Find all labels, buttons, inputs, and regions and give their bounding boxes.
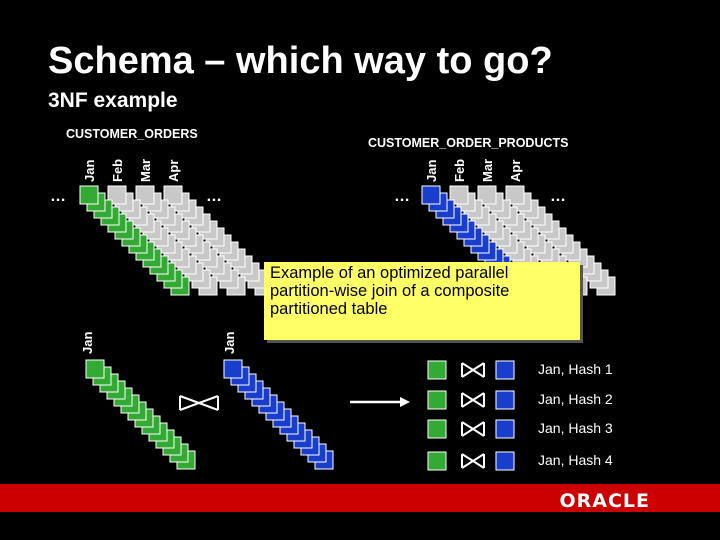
hash-blue-block — [495, 360, 515, 380]
partition-block — [79, 185, 99, 205]
right-ellipsis-end: … — [550, 188, 566, 205]
left-month-mar: Mar — [138, 158, 153, 182]
hash-green-block — [427, 419, 447, 439]
partition-block — [85, 359, 105, 379]
left-month-apr: Apr — [166, 159, 181, 182]
right-partition-jan-label: Jan — [222, 331, 237, 354]
left-ellipsis-start: … — [50, 188, 66, 205]
customer-orders-jan-partition — [85, 359, 196, 470]
hash-green-block — [427, 360, 447, 380]
join-bowtie-icon — [179, 395, 219, 411]
right-month-jan: Jan — [424, 159, 439, 182]
hash-join-label-3: Jan, Hash 3 — [538, 420, 613, 436]
left-ellipsis-end: … — [206, 188, 222, 205]
slide-subtitle: 3NF example — [48, 89, 178, 112]
oracle-logo: ORACLE — [559, 490, 650, 512]
left-month-feb: Feb — [110, 158, 125, 182]
right-month-feb: Feb — [452, 158, 467, 182]
customer-order-products-jan-partition — [223, 359, 334, 470]
customer-orders-partition-stacks — [79, 185, 274, 296]
footer-bar — [0, 484, 720, 512]
join-bowtie-icon — [461, 453, 485, 469]
hash-green-block — [427, 451, 447, 471]
hash-blue-block — [495, 451, 515, 471]
hash-join-label-4: Jan, Hash 4 — [538, 452, 613, 468]
left-partition-jan-label: Jan — [80, 331, 95, 354]
join-bowtie-icon — [461, 392, 485, 408]
partition-block — [421, 185, 441, 205]
slide-title: Schema – which way to go? — [48, 40, 553, 82]
right-month-apr: Apr — [508, 159, 523, 182]
hash-blue-block — [495, 419, 515, 439]
right-month-mar: Mar — [480, 158, 495, 182]
hash-join-rows — [427, 360, 515, 471]
hash-green-block — [427, 390, 447, 410]
callout-note: Example of an optimized parallel partiti… — [264, 262, 580, 340]
left-month-jan: Jan — [82, 159, 97, 182]
hash-join-label-2: Jan, Hash 2 — [538, 391, 613, 407]
join-bowtie-icon — [461, 421, 485, 437]
partition-block — [223, 359, 243, 379]
join-bowtie-icon — [461, 362, 485, 378]
hash-join-label-1: Jan, Hash 1 — [538, 361, 613, 377]
customer-orders-label: CUSTOMER_ORDERS — [66, 127, 198, 141]
arrow-icon — [350, 397, 410, 407]
right-ellipsis-start: … — [394, 188, 410, 205]
hash-blue-block — [495, 390, 515, 410]
customer-order-products-label: CUSTOMER_ORDER_PRODUCTS — [368, 136, 569, 150]
